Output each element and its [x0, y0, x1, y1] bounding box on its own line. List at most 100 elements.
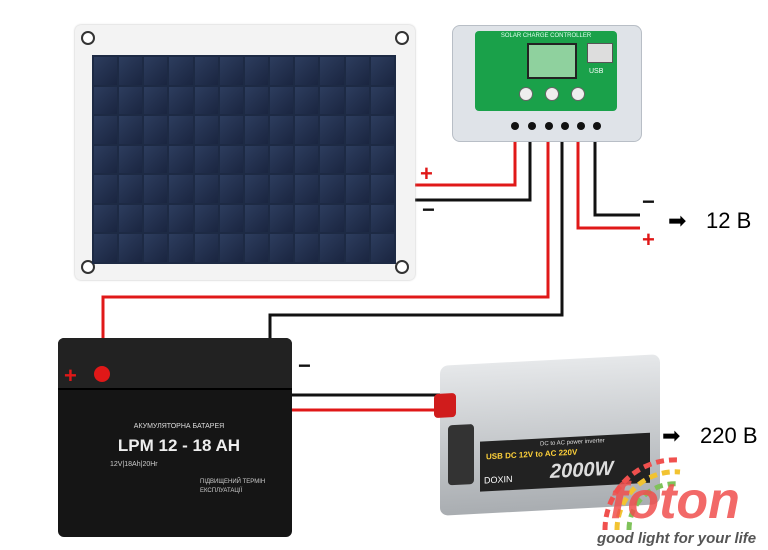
- solar-cell: [119, 145, 143, 174]
- solar-cell: [144, 145, 168, 174]
- solar-cell: [370, 116, 394, 144]
- panel-plus-sign: +: [420, 161, 433, 186]
- usb-label: USB: [589, 68, 604, 75]
- solar-cell: [144, 116, 168, 144]
- solar-cell: [345, 145, 369, 174]
- solar-cell: [169, 204, 193, 233]
- solar-cell: [345, 116, 369, 144]
- solar-cell: [370, 86, 394, 115]
- controller-button[interactable]: [545, 87, 559, 101]
- solar-cell: [270, 57, 294, 85]
- controller-face: SOLAR CHARGE CONTROLLER USB: [475, 31, 617, 111]
- solar-cells: [92, 55, 396, 264]
- battery-type: АКУМУЛЯТОРНА БАТАРЕЯ: [133, 423, 225, 430]
- solar-cell: [320, 57, 344, 85]
- solar-cell: [169, 234, 193, 262]
- solar-cell: [320, 116, 344, 144]
- grommet-icon: [81, 31, 95, 45]
- solar-cell: [119, 116, 143, 144]
- solar-cell: [295, 234, 319, 262]
- solar-cell: [194, 204, 218, 233]
- solar-cell: [345, 86, 369, 115]
- terminal: [561, 122, 569, 130]
- usb-port-icon: [587, 43, 613, 63]
- lcd-screen: [527, 43, 577, 79]
- solar-cell: [295, 57, 319, 85]
- logo-arcs-icon: [602, 457, 681, 531]
- panel-negative-wire: [405, 140, 532, 202]
- solar-cell: [244, 204, 269, 233]
- solar-cell: [244, 116, 269, 144]
- solar-cell: [144, 57, 168, 85]
- fan-icon: [448, 423, 474, 486]
- controller-button[interactable]: [571, 87, 585, 101]
- solar-cell: [320, 145, 344, 174]
- solar-cell: [244, 57, 269, 85]
- solar-cell: [219, 145, 243, 174]
- solar-cell: [94, 86, 118, 115]
- dc-output-label: 12 B: [706, 208, 752, 233]
- grommet-icon: [395, 31, 409, 45]
- battery-spec: 12V|18Ah|20Hr: [110, 461, 158, 468]
- battery-feature: ПІДВИЩЕНИЙ ТЕРМІН ЕКСПЛУАТАЦІЇ: [200, 479, 266, 494]
- solar-cell: [270, 86, 294, 115]
- battery-lid: [58, 338, 292, 390]
- solar-cell: [119, 175, 143, 203]
- input-terminal: [434, 392, 456, 419]
- solar-cell: [194, 57, 218, 85]
- solar-cell: [144, 175, 168, 203]
- logo-slogan: good light for your life: [597, 530, 757, 547]
- solar-cell: [345, 204, 369, 233]
- solar-cell: [194, 175, 218, 203]
- solar-cell: [169, 57, 193, 85]
- solar-cell: [270, 116, 294, 144]
- terminal: [593, 122, 601, 130]
- solar-panel: [75, 25, 415, 280]
- solar-cell: [270, 145, 294, 174]
- battery-minus-sign: −: [298, 353, 311, 378]
- terminal: [545, 122, 553, 130]
- battery-negative-wire: [268, 140, 564, 397]
- ac-arrow-icon: ➡: [662, 423, 681, 448]
- solar-cell: [244, 175, 269, 203]
- battery-plus-sign: +: [64, 363, 77, 388]
- solar-cell: [370, 145, 394, 174]
- solar-cell: [219, 57, 243, 85]
- solar-cell: [169, 145, 193, 174]
- solar-cell: [194, 234, 218, 262]
- solar-cell: [244, 86, 269, 115]
- solar-cell: [295, 204, 319, 233]
- solar-cell: [345, 175, 369, 203]
- solar-cell: [345, 57, 369, 85]
- solar-cell: [169, 116, 193, 144]
- solar-cell: [320, 234, 344, 262]
- battery: АКУМУЛЯТОРНА БАТАРЕЯ LPM 12 - 18 AH 12V|…: [58, 338, 292, 537]
- solar-cell: [219, 175, 243, 203]
- solar-cell: [119, 57, 143, 85]
- solar-cell: [194, 145, 218, 174]
- inverter-brand: DOXIN: [484, 473, 513, 486]
- terminal: [528, 122, 536, 130]
- solar-cell: [169, 86, 193, 115]
- solar-cell: [295, 145, 319, 174]
- solar-cell: [94, 234, 118, 262]
- dc-plus-sign: +: [642, 227, 655, 252]
- solar-cell: [194, 116, 218, 144]
- panel-positive-wire: [405, 140, 517, 187]
- ac-output-label: 220 B: [700, 423, 758, 448]
- solar-cell: [219, 234, 243, 262]
- solar-cell: [244, 145, 269, 174]
- solar-cell: [345, 234, 369, 262]
- terminal: [511, 122, 519, 130]
- solar-cell: [144, 204, 168, 233]
- solar-cell: [144, 86, 168, 115]
- controller-button[interactable]: [519, 87, 533, 101]
- solar-cell: [244, 234, 269, 262]
- solar-cell: [94, 116, 118, 144]
- terminal: [577, 122, 585, 130]
- solar-cell: [169, 175, 193, 203]
- solar-cell: [270, 175, 294, 203]
- logo-name: foton: [610, 472, 740, 530]
- solar-cell: [370, 234, 394, 262]
- positive-terminal: [94, 366, 110, 382]
